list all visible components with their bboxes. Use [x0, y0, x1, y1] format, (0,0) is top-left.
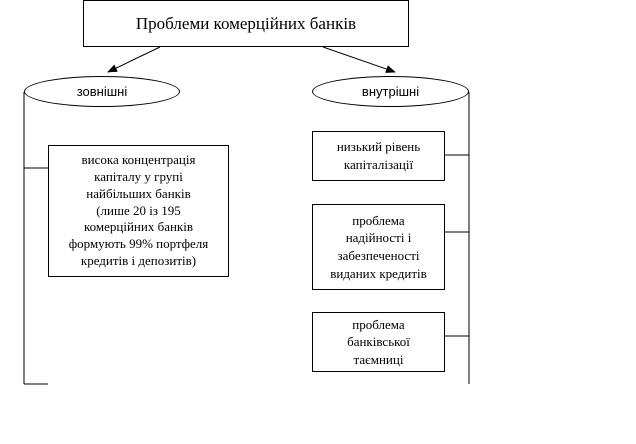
internal-problem-text: низький рівень капіталізації — [336, 139, 421, 172]
external-problem-text: висока концентрація капіталу у групі най… — [68, 151, 209, 269]
category-internal-label: внутрішні — [361, 84, 420, 99]
arrow-to-internal — [322, 46, 396, 73]
diagram-title: Проблеми комерційних банків — [83, 0, 409, 47]
internal-problem-box-credit-reliability: проблема надійності і забезпеченості вид… — [312, 204, 445, 290]
category-internal: внутрішні — [312, 76, 469, 107]
internal-problem-box-capitalization: низький рівень капіталізації — [312, 131, 445, 181]
external-problem-box: висока концентрація капіталу у групі най… — [48, 145, 229, 277]
internal-problem-text: проблема надійності і забезпеченості вид… — [330, 212, 427, 281]
category-external: зовнішні — [24, 76, 180, 107]
internal-problem-box-bank-secrecy: проблема банківської таємниці — [312, 312, 445, 372]
diagram-title-text: Проблеми комерційних банків — [135, 13, 357, 33]
arrow-to-external — [107, 46, 161, 73]
category-external-label: зовнішні — [76, 84, 128, 99]
internal-problem-text: проблема банківської таємниці — [347, 316, 410, 367]
